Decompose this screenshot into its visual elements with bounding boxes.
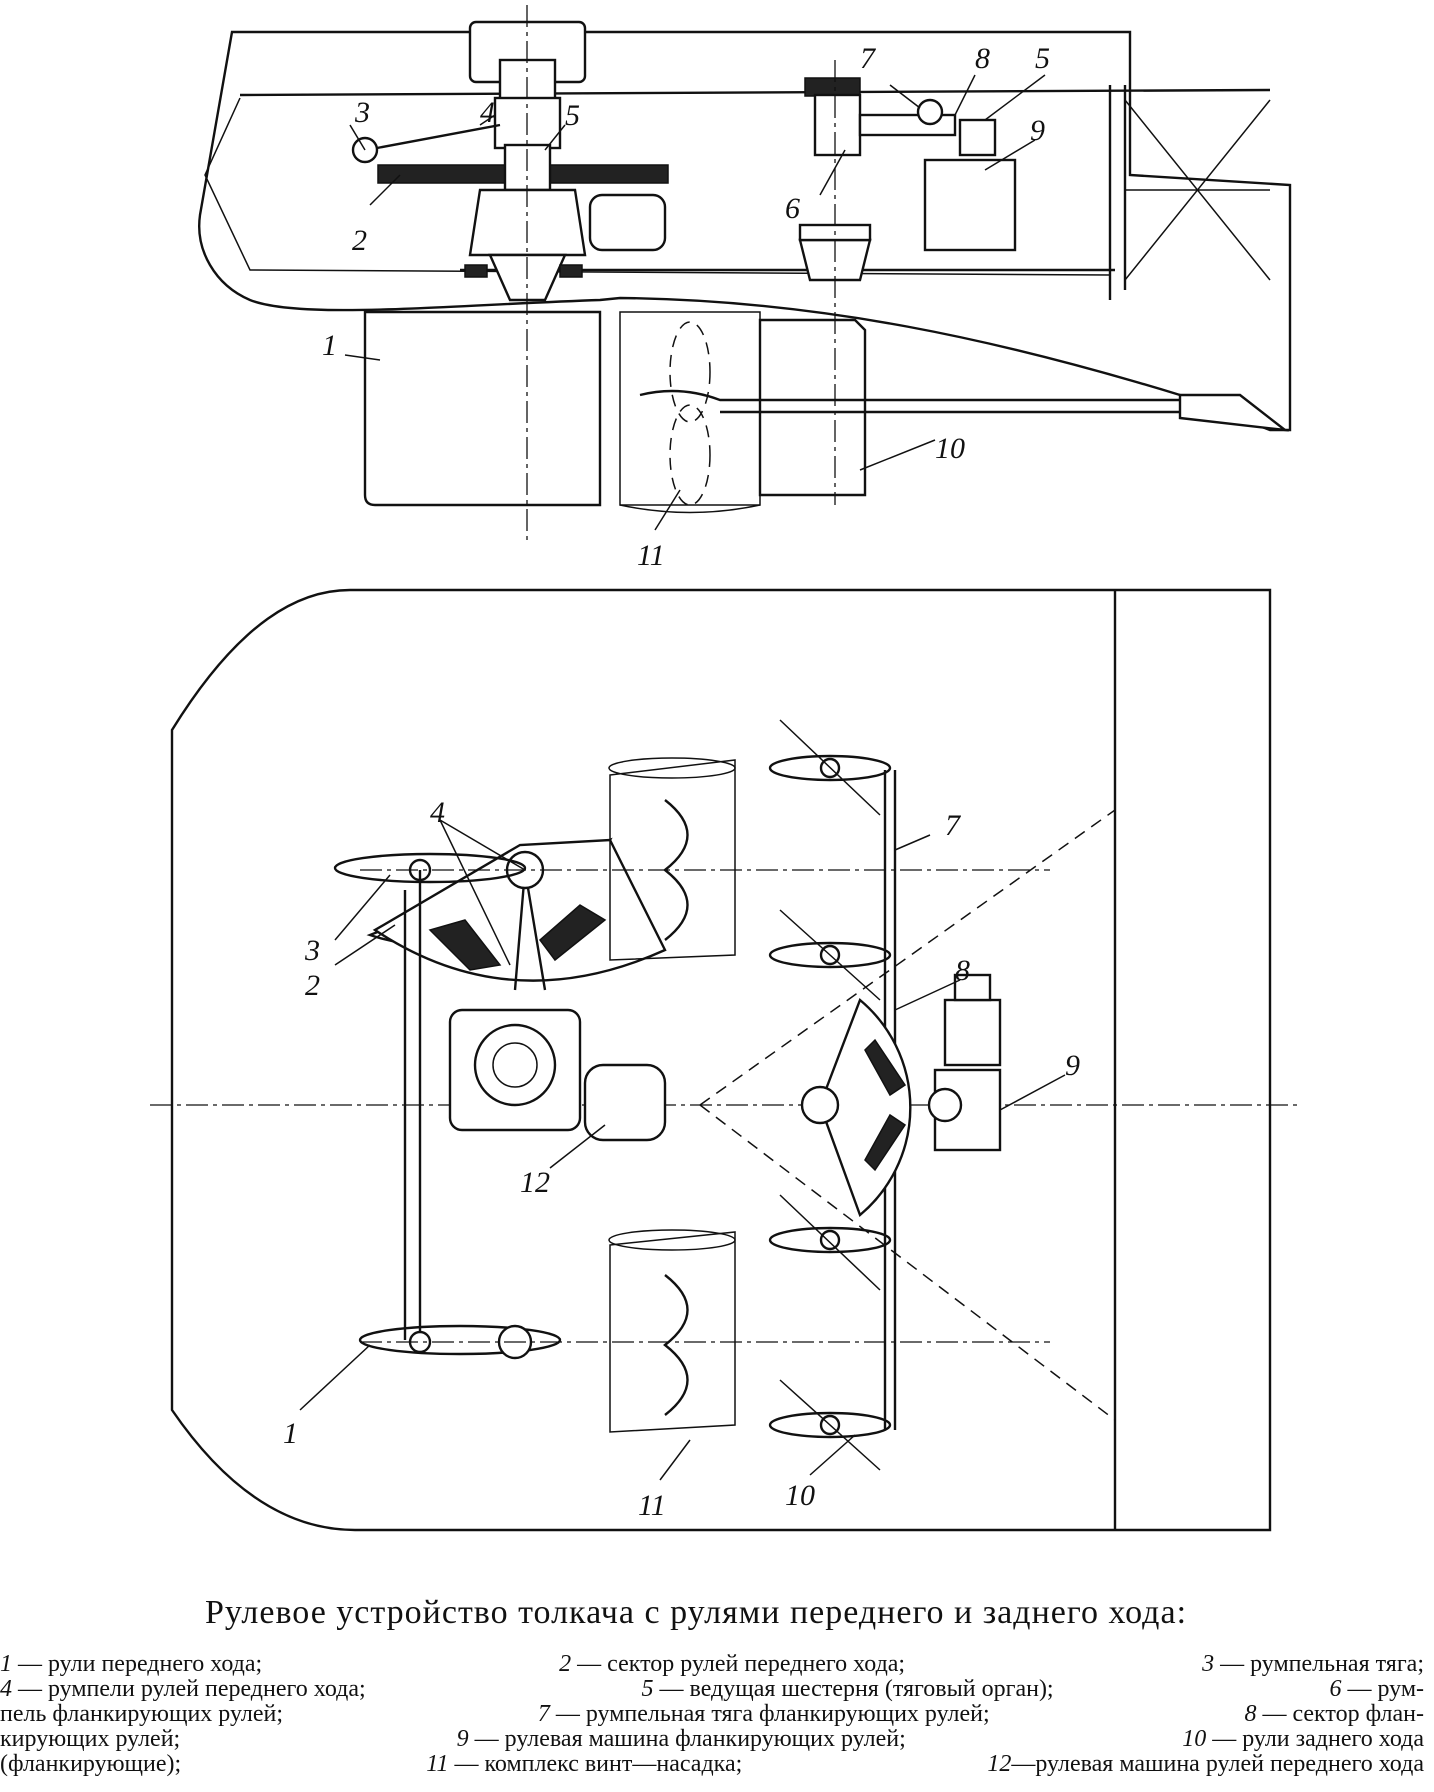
label-bottom-3: 3 xyxy=(304,934,320,967)
label-top-2: 2 xyxy=(352,224,367,257)
front-steering-motor xyxy=(583,1063,667,1142)
legend-entry: 6 — рум- xyxy=(1329,1677,1424,1702)
label-bottom-12: 12 xyxy=(520,1166,550,1199)
legend-entry: 11 — комплекс винт—насадка; xyxy=(426,1752,743,1777)
elevation-view xyxy=(198,5,1292,540)
legend-line-5: (фланкирующие); 11 — комплекс винт—насад… xyxy=(0,1752,1424,1777)
label-top-5a: 5 xyxy=(565,99,580,132)
transom-cross xyxy=(1124,99,1271,281)
legend-entry: 7 — румпельная тяга фланкирующих рулей; xyxy=(537,1702,990,1727)
legend-entry: (фланкирующие); xyxy=(0,1752,182,1777)
label-top-5b: 5 xyxy=(1035,42,1050,75)
hull-outline xyxy=(198,30,1292,432)
label-bottom-11: 11 xyxy=(638,1489,666,1522)
legend-entry: 10 — рули заднего хода xyxy=(1182,1727,1424,1752)
steering-gear-drawing: 3 4 5 2 1 7 8 5 9 6 10 11 4 3 2 7 8 9 12… xyxy=(150,5,1300,1532)
hull-inner-line xyxy=(239,88,1271,97)
label-top-10: 10 xyxy=(935,432,965,465)
legend-entry: 4 — румпели рулей переднего хода; xyxy=(0,1677,366,1702)
legend-entry: 2 — сектор рулей переднего хода; xyxy=(559,1652,906,1677)
rear-rudder-blade xyxy=(758,318,867,497)
label-top-4: 4 xyxy=(480,96,495,129)
legend-entry: кирующих рулей; xyxy=(0,1727,181,1752)
legend-entry: 8 — сектор флан- xyxy=(1244,1702,1424,1727)
legend-entry: 1 — рули переднего хода; xyxy=(0,1652,263,1677)
label-top-6: 6 xyxy=(785,192,800,225)
front-steering-column xyxy=(351,5,669,540)
legend-entry: 5 — ведущая шестерня (тяговый орган); xyxy=(641,1677,1054,1702)
legend-line-1: 1 — рули переднего хода; 2 — сектор руле… xyxy=(0,1652,1424,1677)
drive-pinion-flank xyxy=(958,118,997,157)
label-top-9: 9 xyxy=(1030,114,1045,147)
flank-steering-machine-plan xyxy=(943,998,1002,1067)
flanking-rudders xyxy=(768,719,892,1471)
label-top-1: 1 xyxy=(322,329,337,362)
caption-legend: 1 — рули переднего хода; 2 — сектор руле… xyxy=(0,1652,1424,1777)
bottom-labels: 4 3 2 7 8 9 12 1 11 10 xyxy=(283,796,1080,1522)
legend-line-2: 4 — румпели рулей переднего хода; 5 — ве… xyxy=(0,1677,1424,1702)
label-bottom-7: 7 xyxy=(945,809,962,842)
plan-view xyxy=(150,588,1300,1532)
front-rudder-blade xyxy=(363,310,602,507)
label-bottom-4: 4 xyxy=(430,796,445,829)
legend-entry: пель фланкирующих рулей; xyxy=(0,1702,284,1727)
figure-caption: Рулевое устройство толкача с рулями пере… xyxy=(0,1582,1434,1792)
legend-entry: 12—рулевая машина рулей переднего хода xyxy=(987,1752,1424,1777)
transom-frame xyxy=(1108,85,1127,300)
label-top-11: 11 xyxy=(637,539,665,572)
label-bottom-10: 10 xyxy=(785,1479,815,1512)
label-top-7: 7 xyxy=(860,42,877,75)
label-bottom-2: 2 xyxy=(305,969,320,1002)
legend-entry: 9 — рулевая машина фланкирующих рулей; xyxy=(456,1727,906,1752)
plan-hull-outline xyxy=(170,588,1272,1532)
flank-rudder-sector xyxy=(818,997,912,1218)
label-bottom-8: 8 xyxy=(955,954,970,987)
flank-steering-machine xyxy=(923,158,1017,252)
propeller-nozzle xyxy=(619,311,761,506)
label-top-8: 8 xyxy=(975,42,990,75)
propeller-nozzle-lower xyxy=(609,1231,736,1433)
legend-line-3: пель фланкирующих рулей; 7 — румпельная … xyxy=(0,1702,1424,1727)
legend-entry: 3 — румпельная тяга; xyxy=(1202,1652,1424,1677)
label-top-3: 3 xyxy=(354,96,370,129)
top-labels: 3 4 5 2 1 7 8 5 9 6 10 11 xyxy=(322,42,1050,572)
flanking-steering-column xyxy=(798,60,1017,505)
propeller-nozzle-upper xyxy=(609,759,736,961)
caption-title: Рулевое устройство толкача с рулями пере… xyxy=(205,1594,1188,1631)
label-bottom-1: 1 xyxy=(283,1417,298,1450)
steering-motor-front xyxy=(588,193,667,252)
label-bottom-9: 9 xyxy=(1065,1049,1080,1082)
legend-line-4: кирующих рулей; 9 — рулевая машина фланк… xyxy=(0,1727,1424,1752)
leader-lines xyxy=(299,74,1066,1481)
propeller-shaft xyxy=(639,389,1180,414)
